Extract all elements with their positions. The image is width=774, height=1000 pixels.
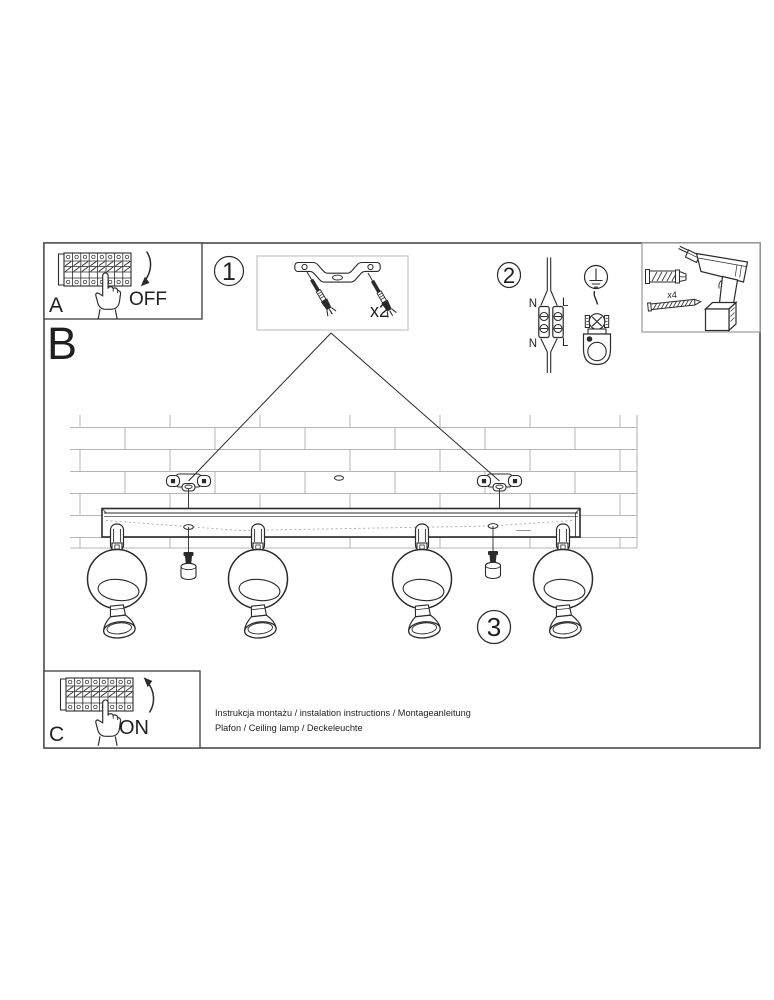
screw-icon <box>647 298 702 312</box>
toolbox-group: x4 <box>641 242 761 333</box>
toolbox-quantity: x4 <box>667 290 677 300</box>
wall-hole <box>334 475 344 481</box>
mounting-bracket-icon <box>294 261 381 283</box>
step1-group: 1 x2 <box>213 255 409 331</box>
ceiling-rail <box>101 507 581 538</box>
section-b-letter: B <box>47 318 77 369</box>
panel-a-switch-label: OFF <box>129 289 167 310</box>
wall-plug-icon <box>645 269 687 284</box>
step1-box <box>256 255 409 331</box>
step1-number: 1 <box>222 258 236 286</box>
step3-number: 3 <box>487 612 501 642</box>
panel-a: A OFF <box>43 242 203 320</box>
step2-group: 2 N L N L <box>496 257 612 373</box>
terminal-l-top: L <box>562 297 569 309</box>
arrow-up-icon <box>143 677 155 713</box>
ground-wire <box>593 290 599 305</box>
terminal-block-icon <box>538 257 564 373</box>
step3-badge: 3 <box>476 609 512 645</box>
step2-number: 2 <box>503 263 515 288</box>
ground-symbol-icon <box>583 264 609 290</box>
panel-a-letter: A <box>49 294 63 317</box>
terminal-l-bottom: L <box>562 337 569 349</box>
drill-icon <box>678 245 749 332</box>
step1-leader-lines <box>188 332 500 482</box>
step1-quantity: x2 <box>370 301 389 321</box>
footer-line1: Instrukcja montażu / instalation instruc… <box>215 708 471 718</box>
footer-line2: Plafon / Ceiling lamp / Deckeleuchte <box>215 723 363 733</box>
circuit-breaker-panel-icon <box>59 677 134 712</box>
bracket-rail-links <box>188 489 500 508</box>
terminal-n-bottom: N <box>529 338 537 350</box>
circuit-breaker-panel-icon <box>57 252 132 287</box>
panel-c-letter: C <box>49 723 64 746</box>
panel-c: C ON <box>43 670 201 749</box>
terminal-n-top: N <box>529 298 537 310</box>
arrow-down-icon <box>140 251 152 287</box>
panel-c-switch-label: ON <box>119 717 149 739</box>
ground-clamp-icon <box>582 313 612 366</box>
